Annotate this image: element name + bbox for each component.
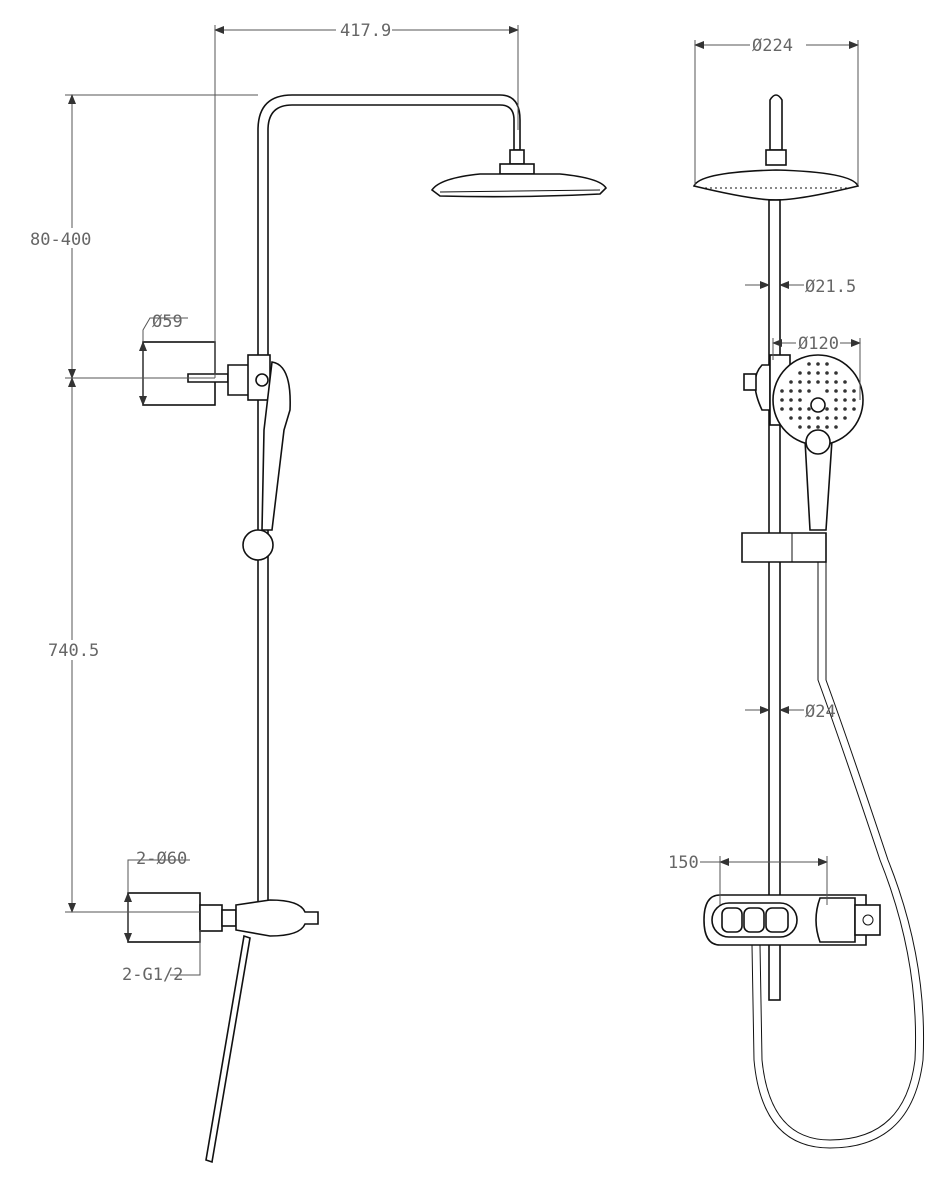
nozzle-dot bbox=[834, 407, 838, 411]
nozzle-dot bbox=[807, 407, 811, 411]
nozzle-dot bbox=[807, 371, 811, 375]
nozzle-dot bbox=[807, 389, 811, 393]
slider-front bbox=[741, 532, 827, 563]
nozzle-dot bbox=[798, 389, 802, 393]
nozzle-dot bbox=[843, 389, 847, 393]
nozzle-dot bbox=[798, 416, 802, 420]
nozzle-dot bbox=[780, 389, 784, 393]
nozzle-dot bbox=[798, 398, 802, 402]
riser-pipe bbox=[257, 94, 521, 931]
dim-lower-pipe-diameter: Ø24 bbox=[805, 702, 836, 722]
nozzle-dot bbox=[816, 425, 820, 429]
nozzle-dot bbox=[816, 416, 820, 420]
front-view: Ø224 Ø21.5 Ø120 Ø24 150 bbox=[668, 35, 925, 1149]
mixer-button-2 bbox=[743, 907, 765, 933]
dim-vertical-spacing: 740.5 bbox=[48, 641, 99, 661]
nozzle-dot bbox=[816, 371, 820, 375]
mixer-button-1 bbox=[721, 907, 743, 933]
dim-upper-pipe-diameter: Ø21.5 bbox=[805, 277, 856, 297]
nozzle-dot bbox=[843, 380, 847, 384]
nozzle-dot bbox=[825, 425, 829, 429]
nozzle-dot bbox=[834, 416, 838, 420]
thread-inlet bbox=[199, 904, 223, 932]
dim-thread-size: 2-G1/2 bbox=[122, 965, 183, 985]
nozzle-dot bbox=[816, 380, 820, 384]
hose bbox=[205, 934, 251, 1164]
holder-knob bbox=[255, 373, 269, 387]
mixer-button-3 bbox=[765, 907, 789, 933]
nozzle-dot bbox=[807, 425, 811, 429]
mixer-body bbox=[235, 899, 319, 937]
mixer-stem bbox=[221, 909, 237, 927]
mixer-outlet bbox=[854, 904, 881, 936]
nozzle-dot bbox=[843, 407, 847, 411]
nozzle-dot bbox=[834, 389, 838, 393]
riser-pipe-front bbox=[768, 199, 781, 1001]
nozzle-dot bbox=[834, 398, 838, 402]
escutcheon bbox=[127, 892, 201, 943]
nozzle-dot bbox=[798, 380, 802, 384]
dim-wall-height-range: 80-400 bbox=[30, 230, 91, 250]
side-view: 417.9 80-400 Ø59 740.5 2-Ø60 2-G1/2 bbox=[30, 20, 608, 1164]
nozzle-dot bbox=[825, 371, 829, 375]
dim-bracket-diameter: Ø59 bbox=[152, 312, 183, 332]
holder-knob-front bbox=[743, 373, 757, 391]
nozzle-dot bbox=[825, 362, 829, 366]
handheld-center bbox=[810, 397, 826, 413]
dim-arm-length: 417.9 bbox=[340, 21, 391, 41]
nozzle-dot bbox=[807, 380, 811, 384]
nozzle-dot bbox=[852, 407, 856, 411]
nozzle-dot bbox=[798, 371, 802, 375]
nozzle-dot bbox=[843, 398, 847, 402]
handheld-shower bbox=[261, 361, 291, 531]
nozzle-dot bbox=[825, 389, 829, 393]
nozzle-dot bbox=[834, 380, 838, 384]
nozzle-dot bbox=[789, 389, 793, 393]
nozzle-dot bbox=[825, 416, 829, 420]
nozzle-dot bbox=[780, 398, 784, 402]
spray-selector bbox=[805, 429, 831, 455]
holder-front bbox=[754, 364, 771, 411]
handheld-nozzles bbox=[780, 362, 856, 438]
nozzle-dot bbox=[807, 362, 811, 366]
dim-handshower-diameter: Ø120 bbox=[798, 334, 839, 354]
nozzle-dot bbox=[825, 380, 829, 384]
hose-front bbox=[759, 562, 917, 1141]
overhead-shower-head-front bbox=[692, 169, 860, 201]
arm-connector bbox=[509, 149, 525, 165]
nozzle-dot bbox=[789, 398, 793, 402]
arm-connector-front bbox=[765, 149, 787, 166]
nozzle-dot bbox=[852, 389, 856, 393]
nozzle-dot bbox=[852, 398, 856, 402]
nozzle-dot bbox=[780, 407, 784, 411]
nozzle-dot bbox=[843, 416, 847, 420]
mixer-handle bbox=[815, 897, 856, 943]
nozzle-dot bbox=[798, 407, 802, 411]
nozzle-dot bbox=[807, 416, 811, 420]
dim-overhead-diameter: Ø224 bbox=[752, 36, 793, 56]
nozzle-dot bbox=[816, 362, 820, 366]
nozzle-dot bbox=[789, 416, 793, 420]
nozzle-dot bbox=[798, 425, 802, 429]
dim-mixer-centers: 150 bbox=[668, 853, 699, 873]
nozzle-dot bbox=[825, 407, 829, 411]
nozzle-dot bbox=[789, 407, 793, 411]
overhead-shower-head bbox=[430, 173, 608, 198]
shower-head-neck bbox=[499, 163, 535, 175]
nozzle-dot bbox=[834, 425, 838, 429]
shower-arm-front bbox=[769, 94, 783, 151]
nozzle-dot bbox=[789, 380, 793, 384]
dim-escutcheon-diameter: 2-Ø60 bbox=[136, 849, 187, 869]
nozzle-dot bbox=[834, 371, 838, 375]
slider-knob bbox=[242, 529, 274, 561]
